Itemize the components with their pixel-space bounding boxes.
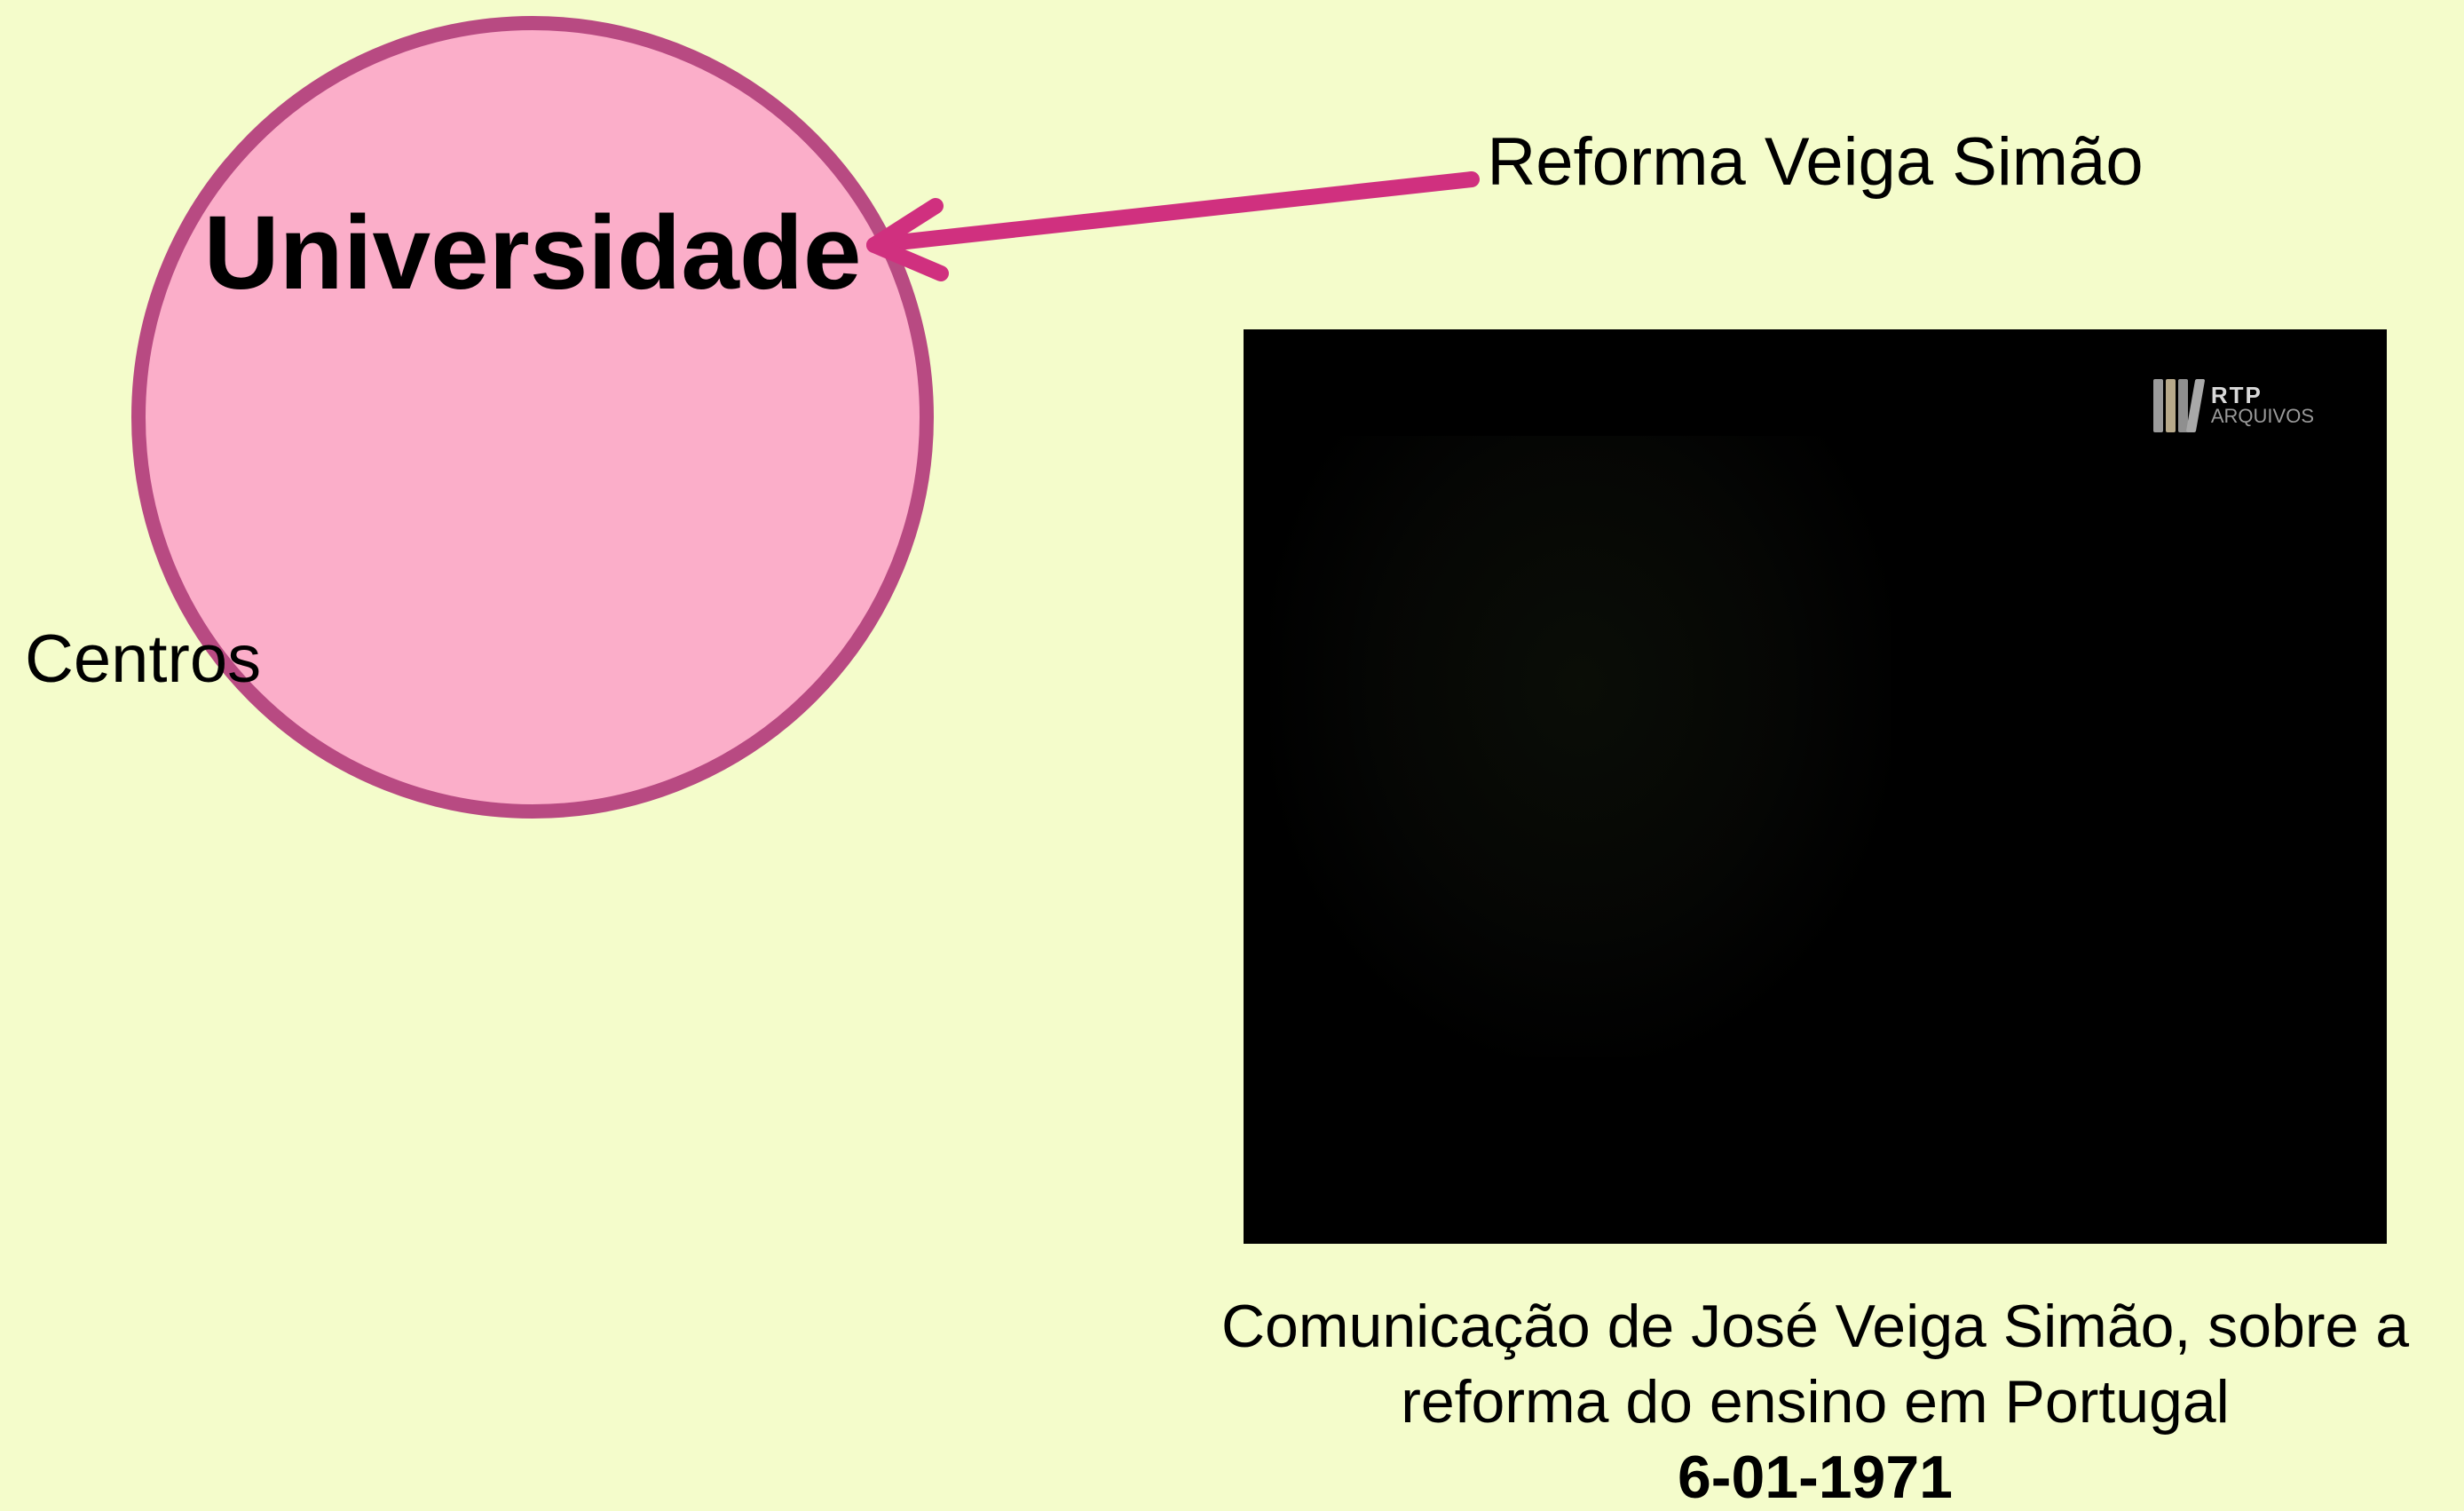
universidade-label: Universidade: [203, 194, 862, 312]
arrow-shaft: [866, 171, 1480, 253]
rtp-logo-text: RTP ARQUIVOS: [2211, 384, 2314, 427]
caption-text: Comunicação de José Veiga Simão, sobre a…: [1220, 1293, 2410, 1436]
rtp-logo: RTP ARQUIVOS: [2152, 379, 2314, 432]
rtp-bars-icon: [2152, 379, 2206, 432]
rtp-logo-subtitle: ARQUIVOS: [2210, 405, 2314, 427]
video-frame-content: [1270, 436, 1891, 1057]
video-player[interactable]: RTP ARQUIVOS: [1244, 329, 2387, 1244]
arrow-head: [866, 198, 949, 281]
caption-date: 6-01-1971: [1677, 1444, 1954, 1511]
video-caption: Comunicação de José Veiga Simão, sobre a…: [1154, 1289, 2464, 1511]
rtp-logo-title: RTP: [2210, 382, 2263, 408]
universidade-node: [131, 16, 934, 819]
reforma-label: Reforma Veiga Simão: [1487, 124, 2144, 200]
centros-label: Centros: [25, 621, 262, 697]
